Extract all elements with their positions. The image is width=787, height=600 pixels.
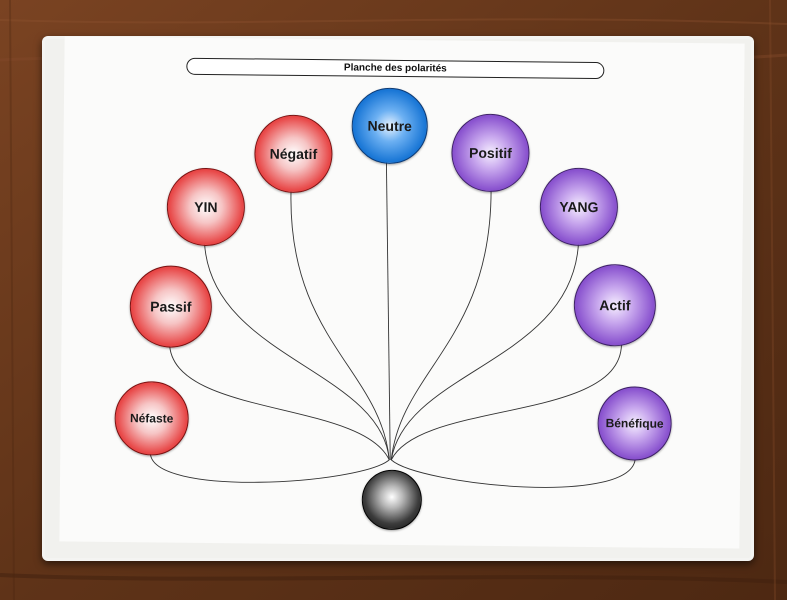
polarity-board: Planche des polarités Neutre Négatif Pos… — [59, 36, 745, 549]
node-actif-label: Actif — [599, 297, 631, 314]
line-nefaste — [149, 452, 390, 483]
line-negatif — [290, 188, 390, 460]
node-yin: YIN — [166, 167, 246, 247]
node-yang: YANG — [539, 167, 619, 247]
line-positif — [390, 188, 492, 460]
node-passif: Passif — [129, 265, 213, 349]
line-actif — [390, 344, 622, 461]
line-passif — [169, 342, 390, 461]
node-yang-label: YANG — [559, 198, 599, 216]
node-neutre-label: Neutre — [367, 117, 412, 135]
node-neutre: Neutre — [351, 87, 429, 165]
line-yang — [390, 241, 579, 460]
node-negatif-label: Négatif — [269, 145, 318, 163]
node-yin-label: YIN — [194, 198, 218, 216]
node-benefique: Bénéfique — [597, 386, 673, 461]
line-neutre — [385, 159, 391, 460]
node-positif-label: Positif — [468, 144, 512, 162]
node-positif: Positif — [451, 113, 530, 193]
node-benefique-label: Bénéfique — [605, 416, 664, 431]
node-negatif: Négatif — [254, 114, 333, 194]
connection-lines — [149, 159, 636, 488]
line-benefique — [390, 457, 636, 488]
node-nefaste-label: Néfaste — [129, 411, 174, 426]
line-yin — [204, 242, 390, 460]
node-actif: Actif — [573, 263, 657, 347]
origin-sphere — [361, 469, 423, 531]
node-passif-label: Passif — [150, 298, 192, 315]
node-nefaste: Néfaste — [114, 381, 190, 456]
